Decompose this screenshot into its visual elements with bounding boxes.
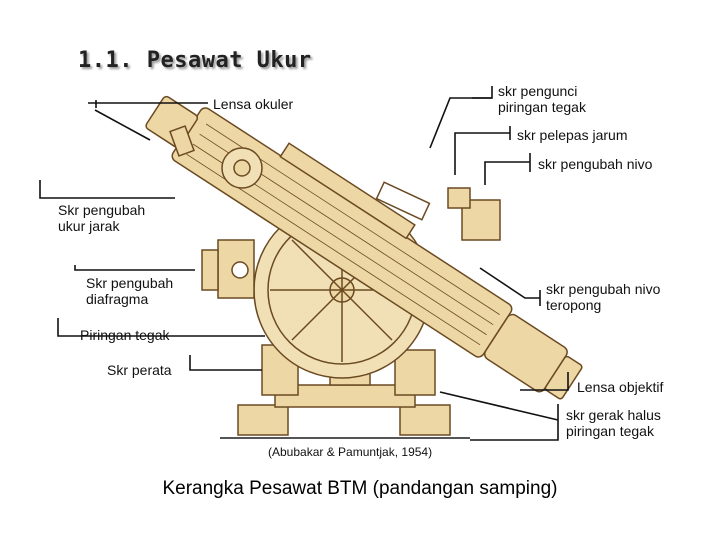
leader-skr-diafragma — [75, 265, 195, 270]
leader-skr-pengubah-nivo — [485, 162, 530, 185]
label-skr-perata: Skr perata — [107, 362, 172, 378]
label-lensa-objektif: Lensa objektif — [577, 379, 663, 395]
leader-skr-perata — [190, 355, 262, 370]
leader-skr-pelepas — [455, 133, 510, 175]
label-skr-pengunci: skr pengunci piringan tegak — [498, 83, 586, 115]
label-skr-pelepas-jarum: skr pelepas jarum — [517, 127, 628, 143]
label-skr-nivo-teropong: skr pengubah nivo teropong — [546, 281, 660, 313]
leader-skr-ukur-jarak — [40, 180, 175, 198]
leader-skr-pengunci — [430, 86, 492, 148]
label-skr-pengubah-nivo: skr pengubah nivo — [538, 156, 652, 172]
diaphragm-screw — [202, 250, 218, 290]
label-skr-diafragma: Skr pengubah diafragma — [86, 275, 173, 307]
bottom-title: Kerangka Pesawat BTM (pandangan samping) — [0, 478, 720, 500]
label-skr-ukur-jarak: Skr pengubah ukur jarak — [58, 202, 145, 234]
label-piringan-tegak: Piringan tegak — [80, 327, 170, 343]
label-skr-gerak-halus: skr gerak halus piringan tegak — [566, 407, 661, 439]
source-caption: (Abubakar & Pamuntjak, 1954) — [268, 445, 432, 459]
label-lensa-okuler: Lensa okuler — [213, 96, 293, 112]
